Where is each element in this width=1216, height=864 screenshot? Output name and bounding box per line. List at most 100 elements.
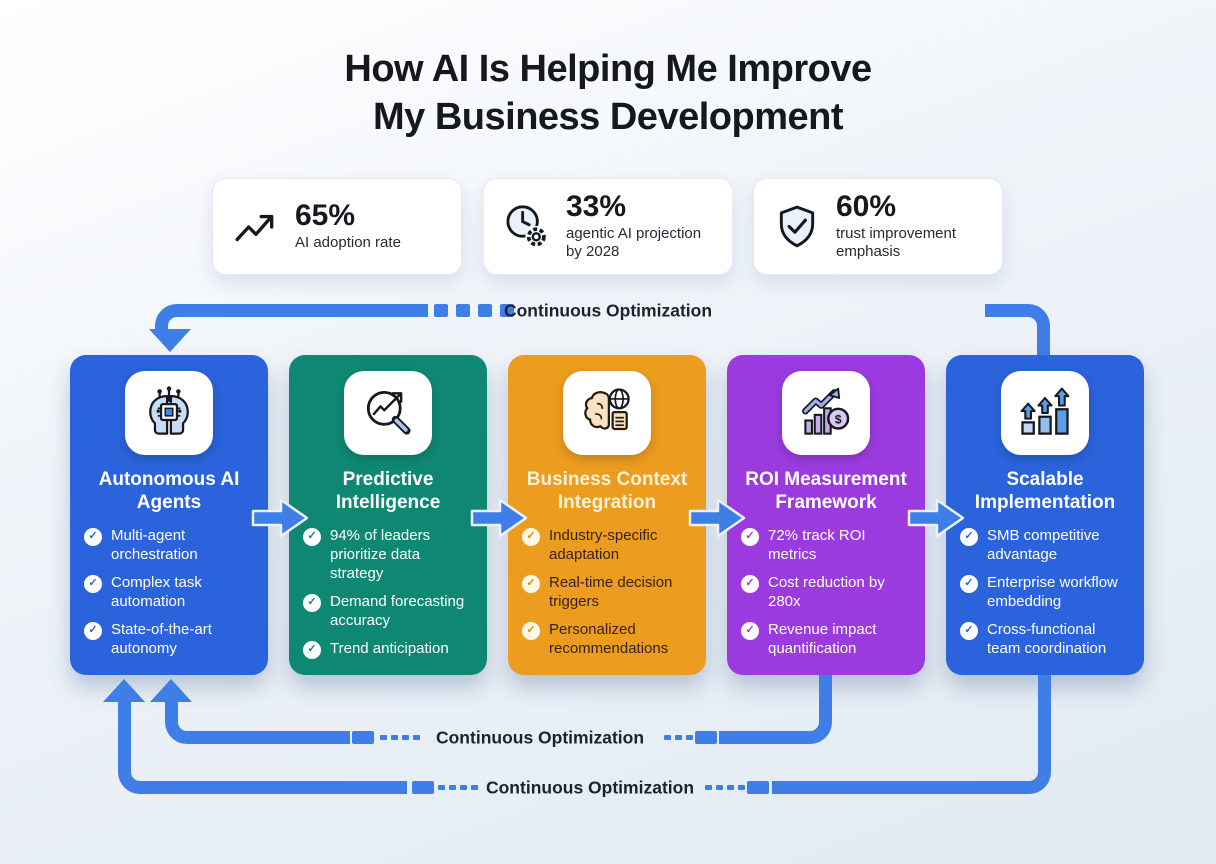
bullet-text: State-of-the-art autonomy: [111, 620, 212, 657]
bullet-text: Personalized recommendations: [549, 620, 669, 657]
stat-label: trust improvement emphasis: [836, 224, 957, 261]
bullet-text: Multi-agent orchestration: [111, 527, 198, 564]
check-icon: [303, 640, 321, 659]
middle-loop-line-right: [719, 675, 832, 744]
loop-block: [747, 781, 769, 794]
stat-value: 60%: [836, 190, 897, 223]
loop-dash: [664, 735, 671, 740]
loop-dash: [434, 304, 448, 317]
svg-text:$: $: [835, 412, 842, 426]
loop-block: [695, 731, 717, 744]
bullet-text: Cross-functional team coordination: [987, 620, 1107, 657]
right-arrow-icon: [251, 498, 309, 538]
loop-dash: [438, 785, 445, 790]
check-icon: [741, 575, 759, 594]
bullet-item: Demand forecasting accuracy: [303, 593, 473, 631]
clock-gear-icon: [502, 202, 552, 252]
bullet-text: Industry-specific adaptation: [549, 527, 658, 564]
flow-card-title: Predictive Intelligence: [335, 469, 441, 514]
check-icon: [84, 575, 102, 594]
flow-card-title: Autonomous AI Agents: [98, 469, 240, 514]
flow-card-autonomous-ai-agents: Autonomous AI Agents Multi-agent orchest…: [70, 355, 268, 675]
bullet-text: Complex task automation: [111, 574, 202, 611]
flow-card-roi-measurement-framework: $ ROI Measurement Framework 72% track RO…: [727, 355, 925, 675]
bottom-loop-arrow-up-icon: [103, 679, 145, 702]
bullet-text: 94% of leaders prioritize data strategy: [330, 527, 431, 583]
bullet-item: Enterprise workflow embedding: [960, 574, 1130, 612]
bottom-loop-label: Continuous Optimization: [485, 777, 695, 798]
bullet-text: Revenue impact quantification: [768, 620, 877, 657]
flow-card-bullets: SMB competitive advantage Enterprise wor…: [946, 527, 1144, 667]
loop-dash: [500, 304, 514, 317]
roi-chart-icon: $: [782, 371, 870, 455]
loop-dash: [675, 735, 682, 740]
loop-dash: [413, 735, 420, 740]
bullet-item: SMB competitive advantage: [960, 527, 1130, 565]
page-title-line1: How AI Is Helping Me Improve: [344, 48, 872, 90]
flow-card-bullets: 94% of leaders prioritize data strategy …: [289, 527, 487, 667]
bullet-item: State-of-the-art autonomy: [84, 621, 254, 659]
top-loop-arrow-down-icon: [149, 329, 191, 352]
ai-agents-icon: [125, 371, 213, 455]
check-icon: [84, 528, 102, 547]
top-loop-label: Continuous Optimization: [503, 300, 713, 321]
bottom-loop-line-right: [772, 675, 1051, 794]
bullet-text: Trend anticipation: [330, 639, 449, 657]
bullet-text: Real-time decision triggers: [549, 574, 673, 611]
loop-block: [352, 731, 374, 744]
bullet-item: Personalized recommendations: [522, 621, 692, 659]
bullet-text: 72% track ROI metrics: [768, 527, 866, 564]
bullet-item: Revenue impact quantification: [741, 621, 911, 659]
check-icon: [303, 528, 321, 547]
loop-dash: [716, 785, 723, 790]
bullet-text: SMB competitive advantage: [987, 527, 1100, 564]
bullet-item: 94% of leaders prioritize data strategy: [303, 527, 473, 584]
page-title: How AI Is Helping Me Improve My Business…: [0, 46, 1216, 142]
stat-value: 33%: [566, 190, 627, 223]
check-icon: [960, 621, 978, 640]
stat-value: 65%: [295, 199, 356, 233]
loop-dash: [449, 785, 456, 790]
loop-dash: [391, 735, 398, 740]
check-icon: [303, 594, 321, 613]
predictive-magnifier-icon: [344, 371, 432, 455]
loop-dash: [402, 735, 409, 740]
check-icon: [522, 575, 540, 594]
bullet-item: Cross-functional team coordination: [960, 621, 1130, 659]
check-icon: [84, 621, 102, 640]
check-icon: [741, 621, 759, 640]
right-arrow-icon: [470, 498, 528, 538]
scaling-bars-icon: [1001, 371, 1089, 455]
bullet-item: Complex task automation: [84, 574, 254, 612]
check-icon: [960, 575, 978, 594]
bullet-text: Demand forecasting accuracy: [330, 593, 465, 629]
bullet-item: Multi-agent orchestration: [84, 527, 254, 565]
top-loop-line-right: [985, 304, 1050, 355]
brain-context-icon: [563, 371, 651, 455]
flow-card-scalable-implementation: Scalable Implementation SMB competitive …: [946, 355, 1144, 675]
page-title-line2: My Business Development: [373, 95, 843, 138]
bullet-text: Cost reduction by 280x: [768, 574, 885, 611]
bullet-item: 72% track ROI metrics: [741, 527, 911, 565]
flow-card-bullets: Industry-specific adaptation Real-time d…: [508, 527, 706, 667]
check-icon: [960, 528, 978, 547]
middle-loop-label: Continuous Optimization: [435, 727, 645, 748]
loop-dash: [471, 785, 478, 790]
trend-up-icon: [231, 202, 281, 252]
right-arrow-icon: [688, 498, 746, 538]
bullet-text: Enterprise workflow embedding: [987, 574, 1118, 611]
flow-card-bullets: Multi-agent orchestration Complex task a…: [70, 527, 268, 667]
loop-dash: [705, 785, 712, 790]
loop-dash: [686, 735, 693, 740]
check-icon: [741, 528, 759, 547]
middle-loop-arrow-up-icon: [150, 679, 192, 702]
top-loop-line-left: [155, 304, 428, 331]
bullet-item: Real-time decision triggers: [522, 574, 692, 612]
loop-dash: [738, 785, 745, 790]
stat-label: AI adoption rate: [295, 233, 401, 251]
flow-card-title: Scalable Implementation: [974, 469, 1116, 514]
stat-card-agentic-projection: 33% agentic AI projection by 2028: [483, 178, 733, 275]
loop-block: [412, 781, 434, 794]
flow-card-title: ROI Measurement Framework: [745, 469, 907, 514]
